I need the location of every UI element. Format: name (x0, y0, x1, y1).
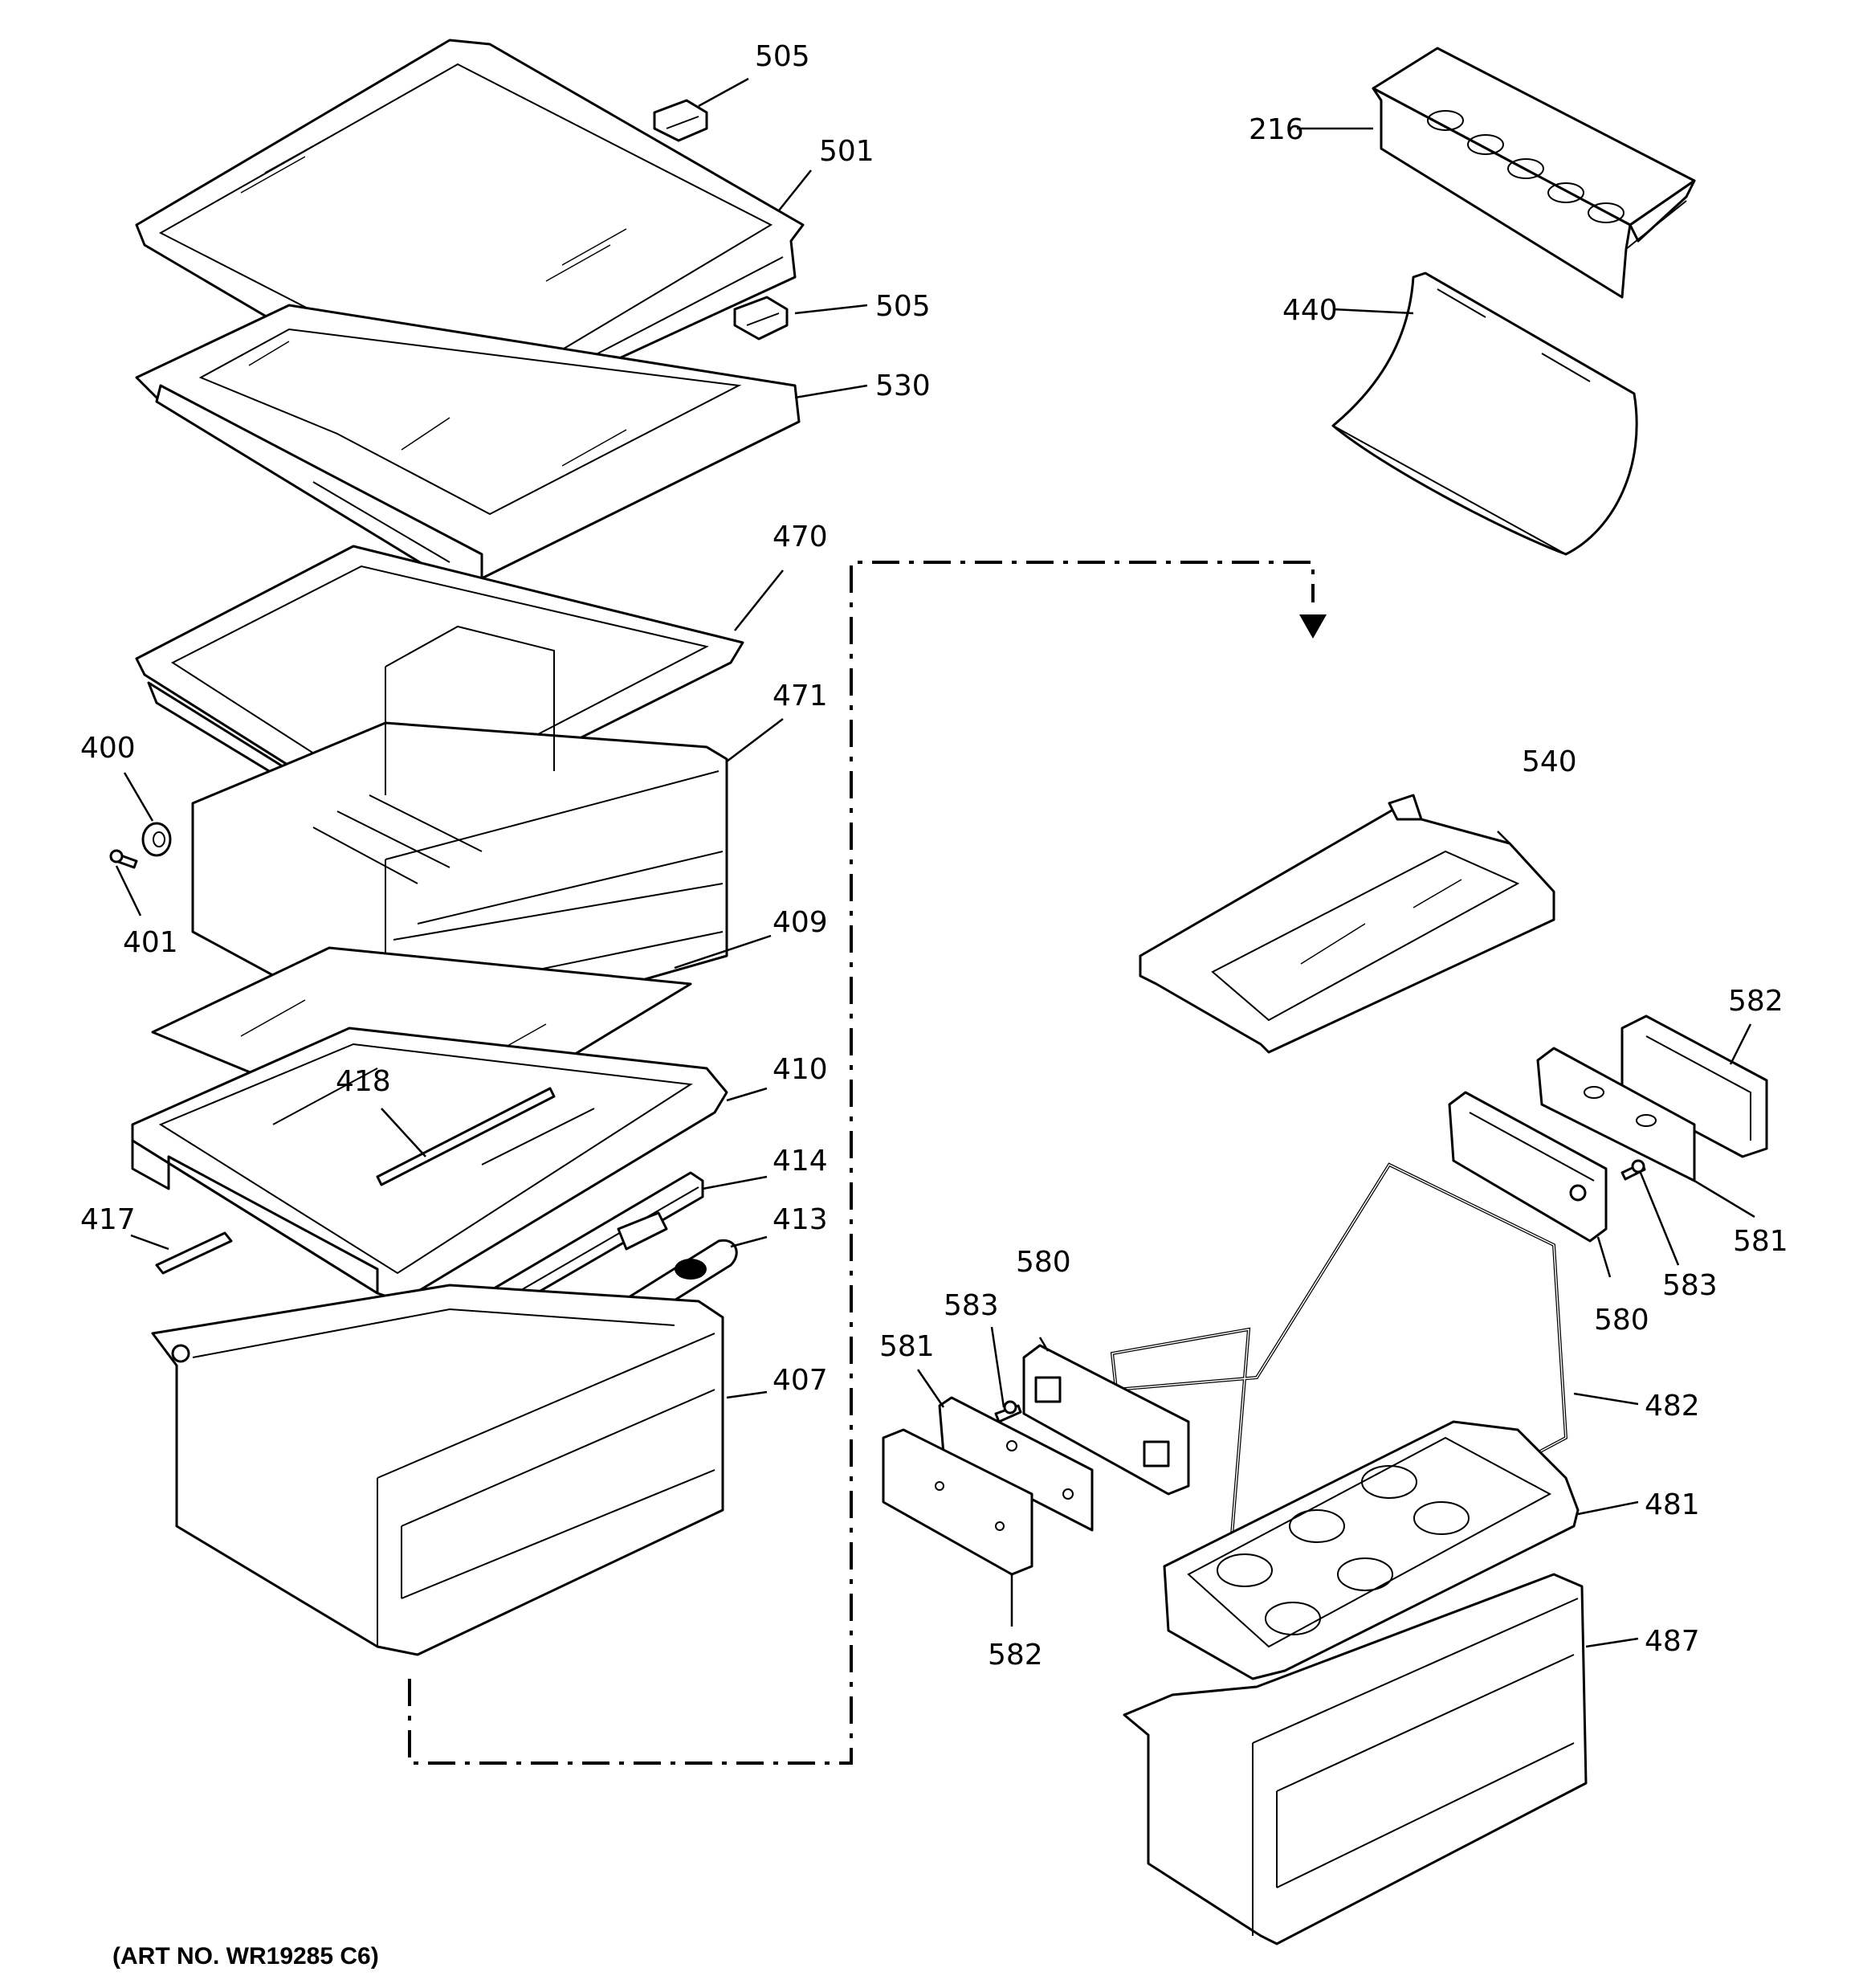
art-number: (ART NO. WR19285 C6) (112, 1943, 379, 1970)
label-440: 440 (1282, 294, 1338, 327)
part-216-door-bin (1372, 47, 1696, 299)
part-482-wire-rack (1110, 1162, 1568, 1612)
label-580-right: 580 (1594, 1304, 1649, 1337)
part-582-bracket-left (882, 1428, 1033, 1576)
part-417-rod (155, 1231, 233, 1275)
label-505-upper: 505 (755, 40, 810, 73)
label-413: 413 (773, 1203, 828, 1236)
part-505-clip-lower (733, 296, 789, 341)
part-487-bin-drawer (1123, 1573, 1588, 1945)
label-540: 540 (1522, 745, 1577, 778)
part-401-screw (109, 849, 138, 869)
label-583-right: 583 (1662, 1269, 1718, 1302)
part-540-shelf (1139, 794, 1555, 1054)
part-583-screw-left (994, 1400, 1022, 1423)
label-471: 471 (773, 680, 828, 712)
label-401: 401 (123, 926, 178, 959)
connector-line (408, 561, 1315, 1765)
part-440-cover (1331, 271, 1638, 556)
part-583-screw-right (1620, 1159, 1646, 1181)
part-580-hinge-left (1022, 1344, 1190, 1496)
label-501: 501 (819, 135, 874, 168)
connector-arrowhead (1299, 614, 1327, 639)
part-580-hinge-right (1448, 1091, 1608, 1243)
label-409: 409 (773, 906, 828, 939)
label-400: 400 (80, 732, 136, 765)
part-400-roller (141, 822, 172, 857)
part-418-divider (376, 1087, 556, 1186)
label-581-left: 581 (879, 1330, 935, 1363)
label-216: 216 (1249, 113, 1304, 146)
part-530-shelf-frame (135, 304, 801, 592)
leader-lines (115, 77, 1755, 1648)
label-417: 417 (80, 1203, 136, 1236)
part-407-pan-drawer (151, 1284, 724, 1656)
label-414: 414 (773, 1145, 828, 1178)
part-410-pan-cover (131, 1027, 728, 1303)
part-581-plate-right (1536, 1047, 1696, 1182)
label-580-left: 580 (1016, 1246, 1071, 1279)
label-583-left: 583 (944, 1289, 999, 1322)
label-418: 418 (336, 1065, 391, 1098)
part-481-bin-top (1163, 1420, 1580, 1680)
label-481: 481 (1645, 1488, 1700, 1521)
part-581-plate-left (938, 1396, 1094, 1532)
label-582-left: 582 (988, 1639, 1043, 1672)
label-407: 407 (773, 1364, 828, 1397)
label-470: 470 (773, 520, 828, 553)
label-505-lower: 505 (875, 290, 931, 323)
label-487: 487 (1645, 1625, 1700, 1658)
label-582-right: 582 (1728, 985, 1784, 1018)
label-581-right: 581 (1733, 1225, 1788, 1258)
label-410: 410 (773, 1053, 828, 1086)
label-530: 530 (875, 369, 931, 402)
label-482: 482 (1645, 1390, 1700, 1423)
part-505-clip-upper (653, 99, 708, 142)
